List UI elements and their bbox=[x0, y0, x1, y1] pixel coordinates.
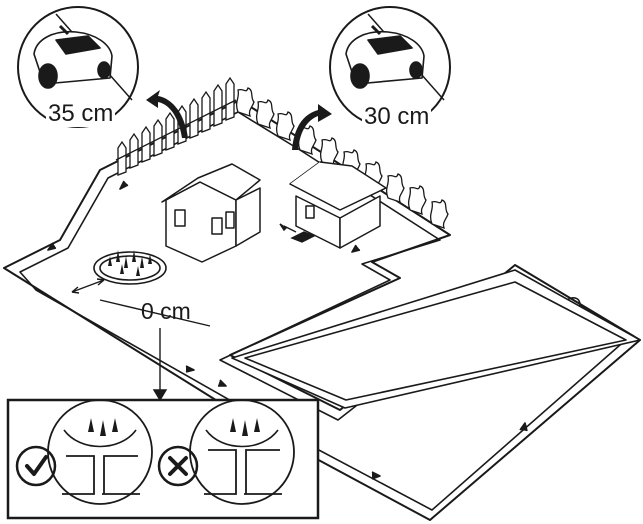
incorrect-example bbox=[157, 399, 295, 505]
wire-direction-arrow bbox=[218, 379, 227, 387]
checkmark-icon bbox=[25, 455, 48, 476]
robotic-mower-icon bbox=[345, 24, 425, 89]
robotic-mower-icon bbox=[33, 24, 113, 89]
house-right bbox=[289, 60, 387, 249]
clearance-arrow-flowerbed bbox=[71, 278, 211, 402]
charging-station bbox=[279, 223, 316, 243]
cross-icon bbox=[168, 456, 188, 476]
flower-bed bbox=[93, 250, 167, 285]
wire-direction-arrow bbox=[119, 180, 129, 190]
magnifier-fence bbox=[17, 6, 139, 128]
clearance-label-flowerbed: 0 cm bbox=[141, 298, 191, 324]
wire-direction-arrow bbox=[47, 242, 57, 251]
routing-legend bbox=[6, 398, 320, 520]
clearance-label-fence: 35 cm bbox=[46, 100, 116, 127]
wire-direction-arrow bbox=[351, 244, 361, 253]
wire-direction-arrow bbox=[519, 422, 528, 432]
patio-island bbox=[231, 269, 641, 409]
curved-arrow-fence bbox=[146, 90, 188, 138]
wire-direction-arrow bbox=[371, 471, 381, 480]
house-left bbox=[161, 163, 261, 263]
wire-direction-arrow bbox=[185, 365, 195, 373]
curved-arrow-hedge bbox=[292, 104, 332, 150]
clearance-label-hedge: 30 cm bbox=[362, 103, 432, 130]
correct-example bbox=[15, 399, 153, 505]
